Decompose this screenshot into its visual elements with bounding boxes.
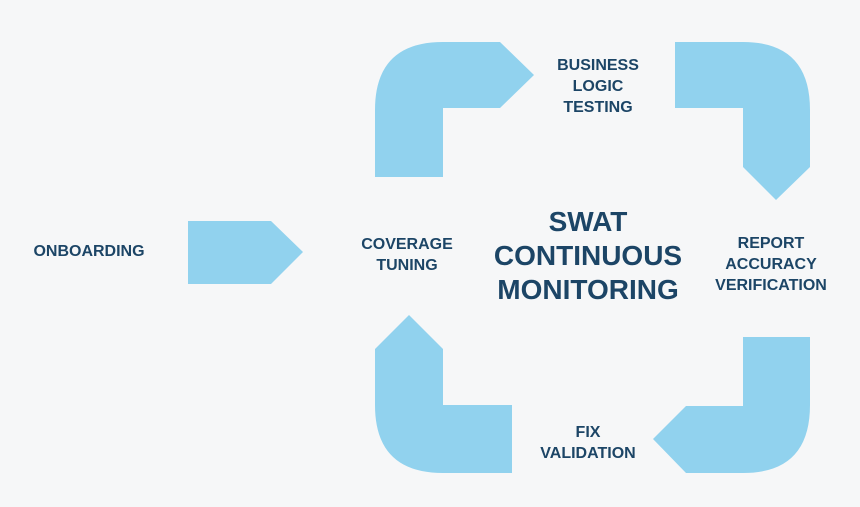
onboarding-arrow: [188, 221, 303, 284]
arrow-to-report-accuracy: [675, 42, 810, 200]
cycle-title-line-2: CONTINUOUS: [493, 240, 683, 271]
arrow-to-fix-validation: [653, 337, 810, 473]
step-coverage-tuning-label: COVERAGE TUNING: [361, 236, 453, 274]
cycle-title: SWAT CONTINUOUS MONITORING: [478, 205, 698, 307]
step-report-accuracy-verification-label: REPORT ACCURACY VERIFICATION: [715, 235, 827, 294]
cycle-title-line-3: MONITORING: [497, 274, 679, 305]
step-business-logic-testing-label: BUSINESS LOGIC TESTING: [557, 57, 639, 116]
arrow-to-business-logic: [375, 42, 534, 177]
arrow-to-coverage-tuning: [375, 315, 512, 473]
cycle-title-line-1: SWAT: [548, 206, 628, 237]
step-fix-validation-label: FIX VALIDATION: [540, 424, 636, 462]
step-onboarding-label: ONBOARDING: [33, 243, 145, 260]
